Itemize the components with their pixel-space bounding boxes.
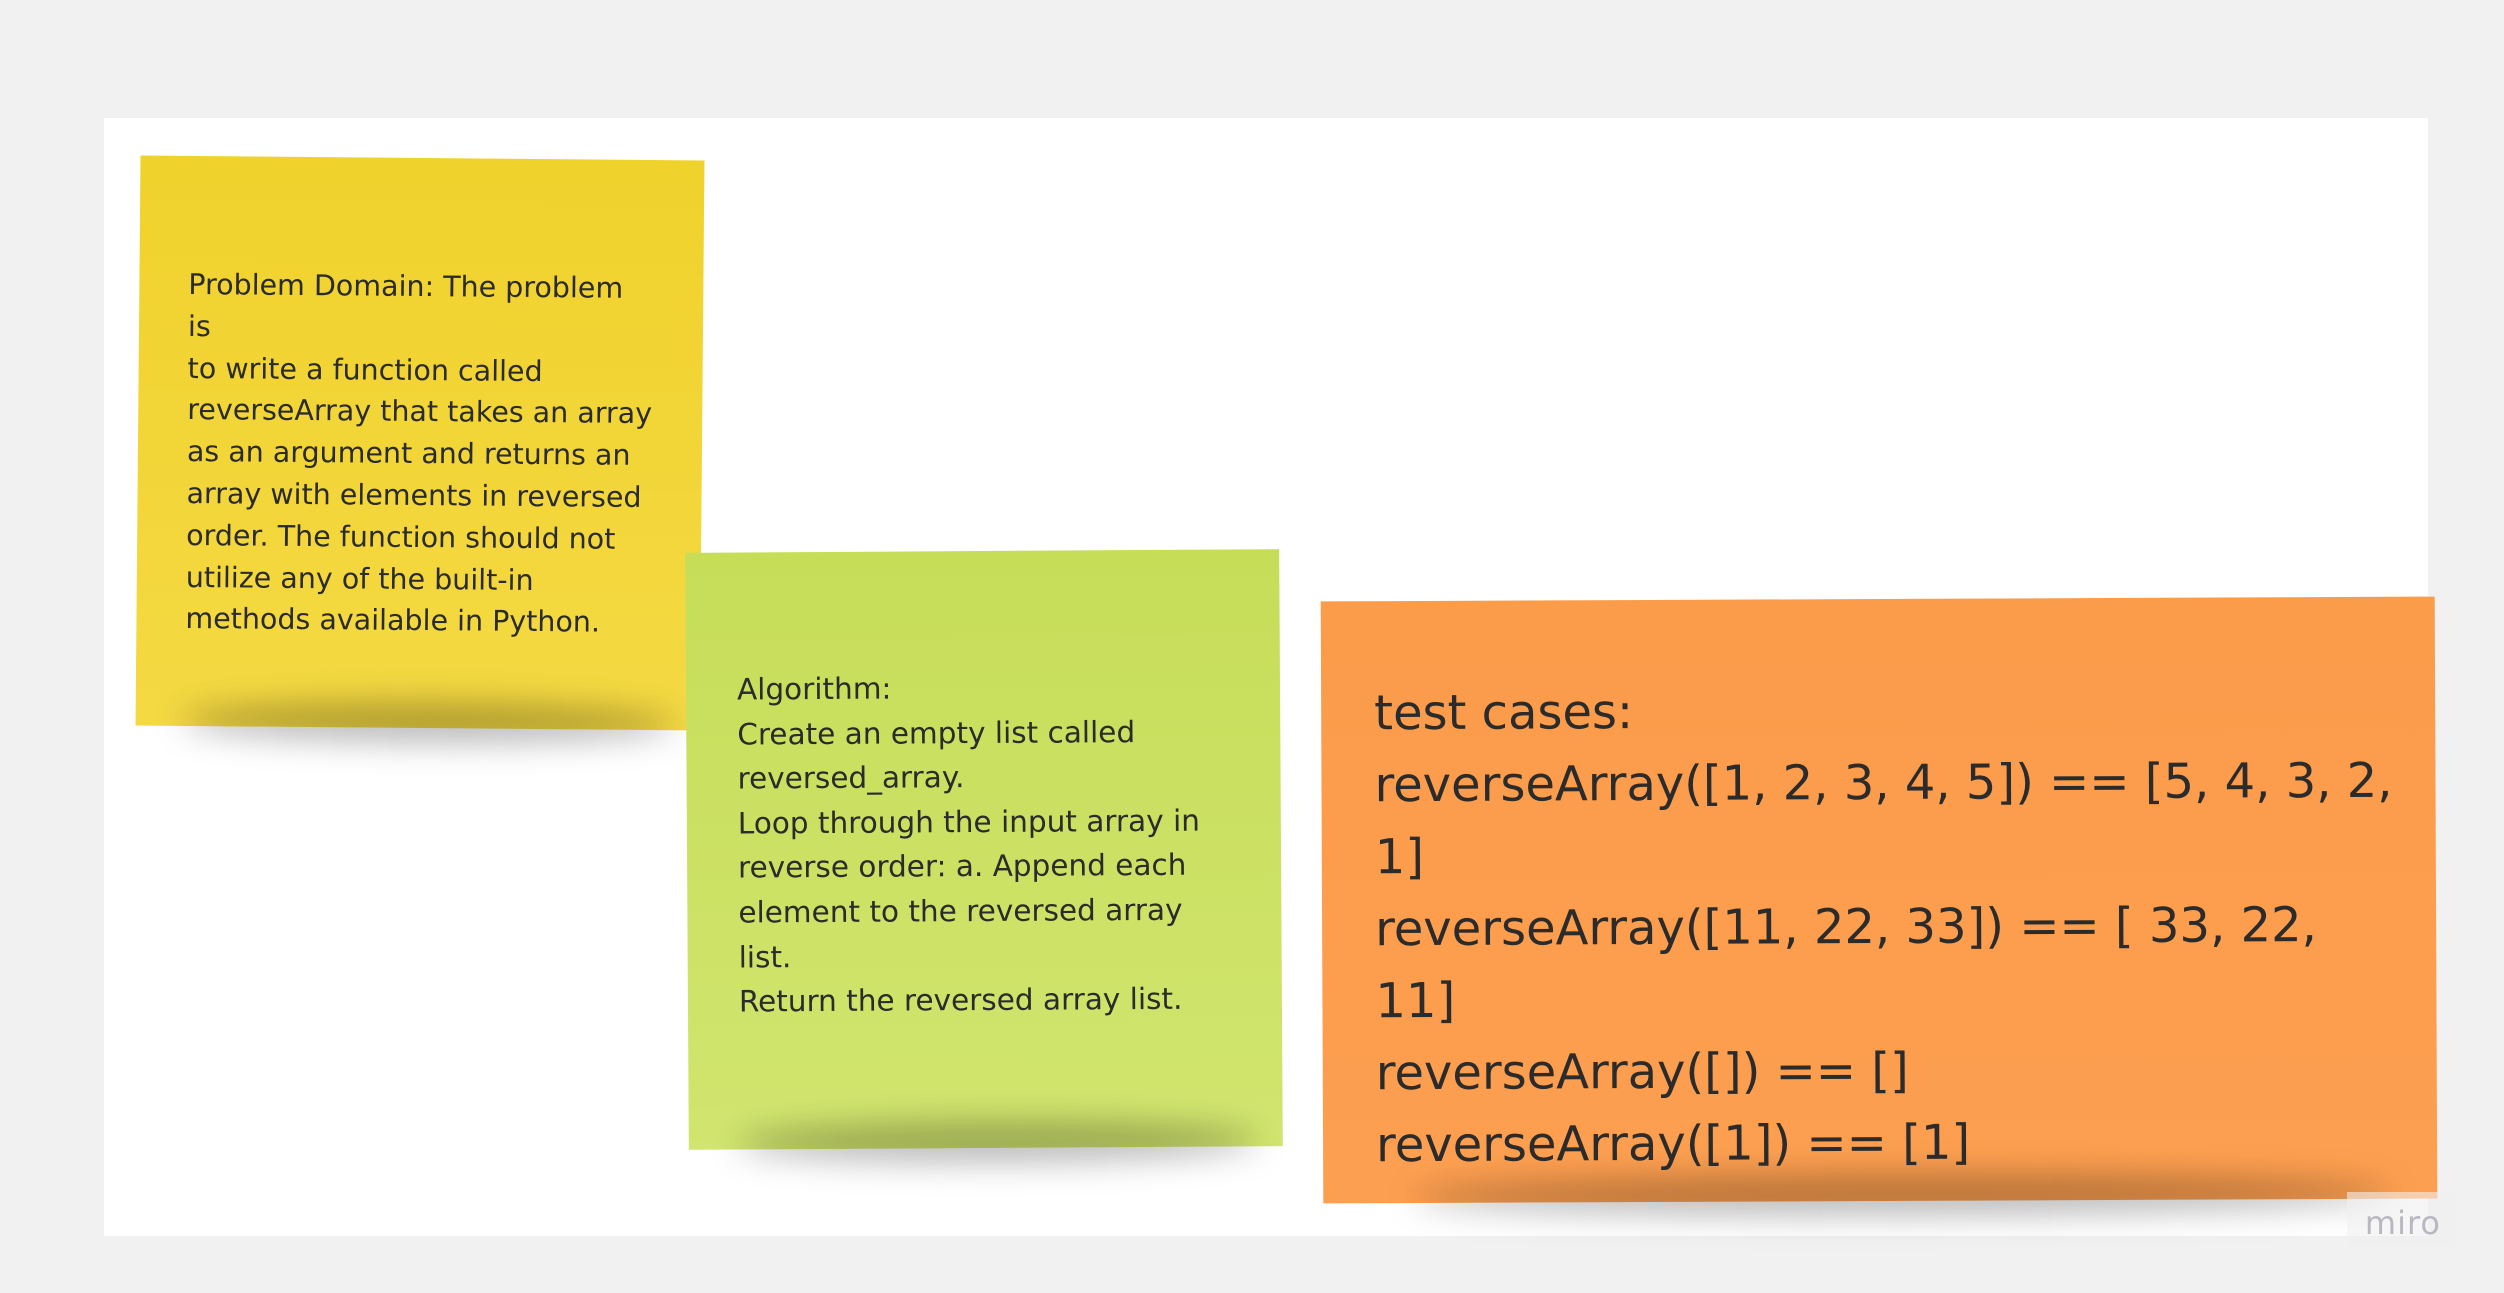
sticky-note-algorithm[interactable]: Algorithm: Create an empty list called r…: [685, 549, 1283, 1164]
sticky-note-text: test cases: reverseArray([1, 2, 3, 4, 5]…: [1374, 684, 2393, 1174]
sticky-note-test-cases[interactable]: test cases: reverseArray([1, 2, 3, 4, 5]…: [1320, 596, 2438, 1218]
sticky-note-problem-domain[interactable]: Problem Domain: The problem is to write …: [135, 155, 705, 745]
miro-logo: miro: [2364, 1204, 2441, 1242]
miro-watermark[interactable]: miro: [2347, 1192, 2455, 1246]
sticky-note-text: Algorithm: Create an empty list called r…: [736, 671, 1201, 1019]
sticky-note-text: Problem Domain: The problem is to write …: [185, 267, 653, 639]
